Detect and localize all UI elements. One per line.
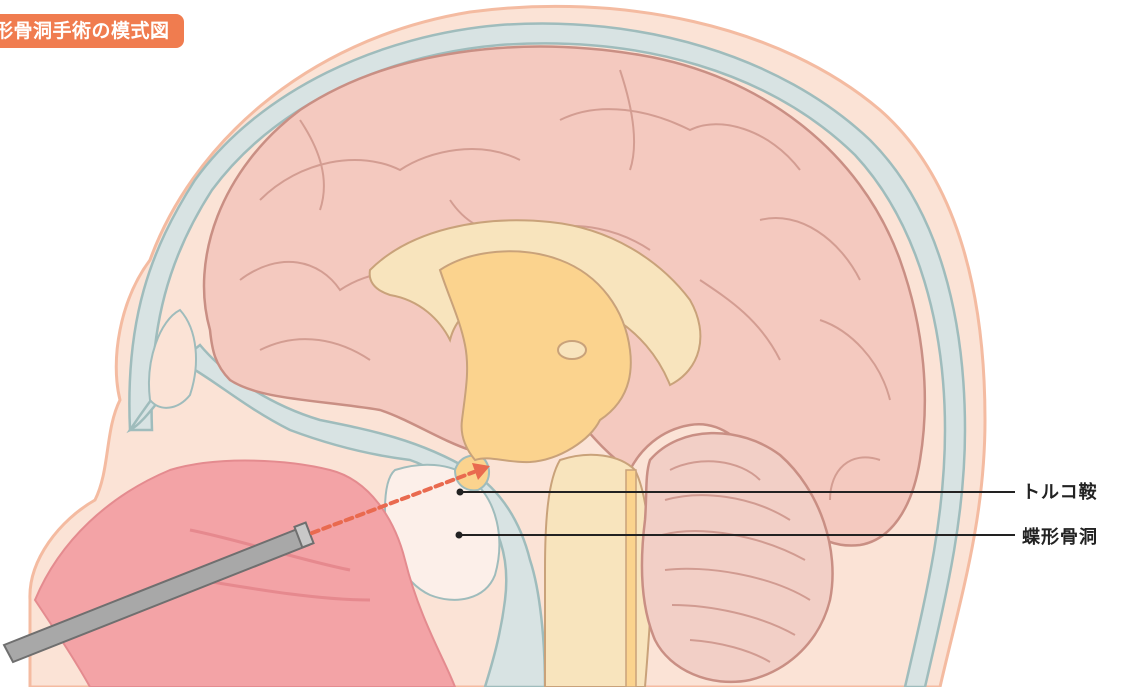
spinal-canal bbox=[626, 470, 636, 687]
label-sella-turcica: トルコ鞍 bbox=[1022, 478, 1098, 504]
thalamic-nucleus bbox=[558, 341, 586, 359]
label-sphenoid-sinus: 蝶形骨洞 bbox=[1022, 523, 1098, 549]
diagram-title: 形骨洞手術の模式図 bbox=[0, 14, 184, 48]
